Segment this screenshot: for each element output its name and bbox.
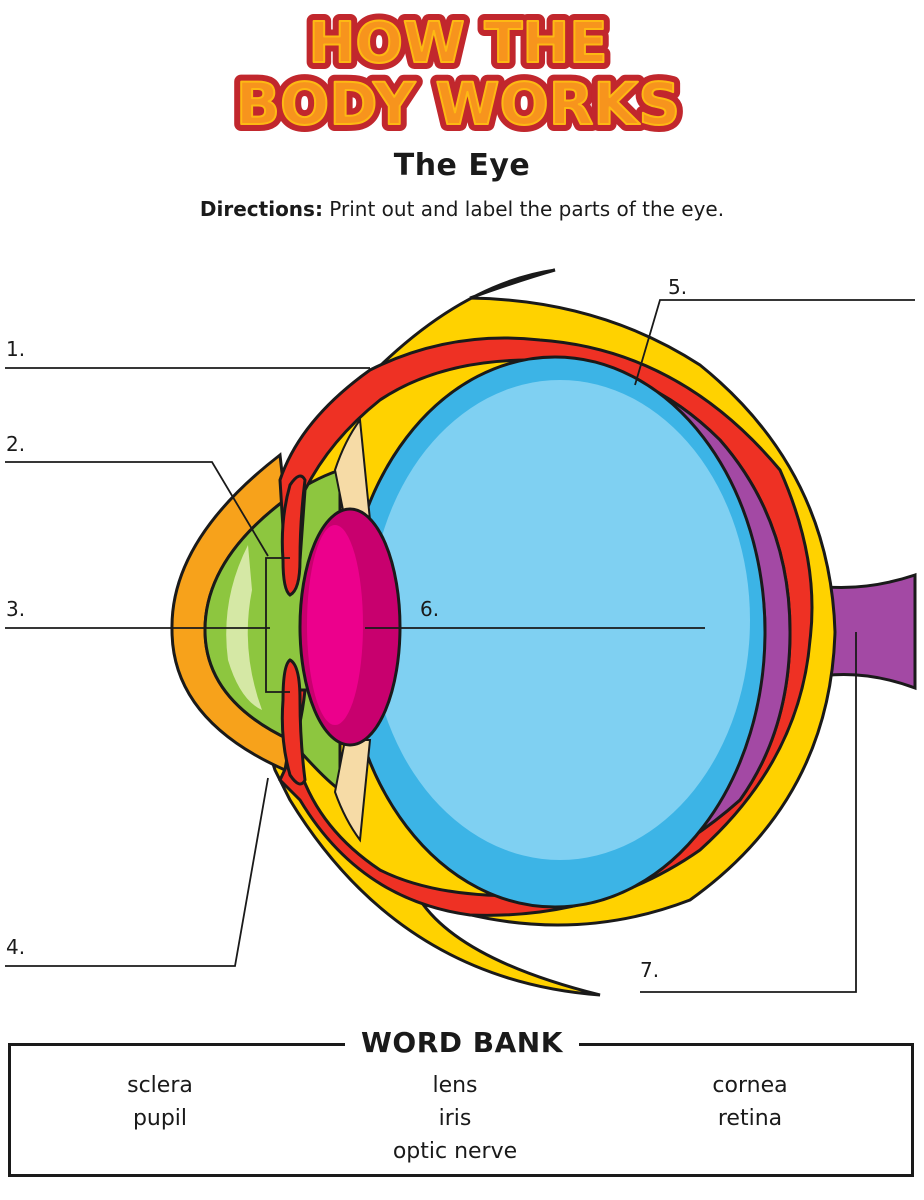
word-bank-item: lens	[432, 1073, 478, 1098]
logo-line2: BODY WORKS	[236, 70, 680, 138]
directions: Directions: Print out and label the part…	[0, 197, 924, 221]
label-7: 7.	[640, 958, 660, 982]
label-4: 4.	[6, 935, 26, 959]
logo-line1-outline: HOW THE	[308, 11, 607, 76]
logo-line1: HOW THE	[308, 11, 607, 76]
logo-line2-outline: BODY WORKS	[236, 70, 680, 138]
word-bank-item: iris	[438, 1106, 472, 1131]
vitreous-highlight	[370, 380, 750, 860]
word-bank-item: cornea	[712, 1073, 788, 1098]
ciliary-fibers	[333, 417, 372, 843]
word-bank-title-wrap: WORD BANK	[0, 1026, 924, 1059]
page-title: The Eye	[393, 148, 531, 183]
iris-lower	[280, 658, 307, 786]
leader-line-5	[634, 299, 915, 386]
lens-highlight	[307, 525, 363, 725]
label-6: 6.	[420, 597, 440, 621]
pupil-bracket	[265, 557, 290, 693]
leader-line-4	[5, 777, 269, 967]
leader-line-7	[640, 632, 857, 993]
word-bank-title: WORD BANK	[345, 1026, 579, 1059]
word-bank-item: pupil	[132, 1106, 188, 1131]
label-5: 5.	[668, 275, 688, 299]
directions-text: Print out and label the parts of the eye…	[322, 197, 725, 221]
word-bank-item: optic nerve	[392, 1139, 518, 1164]
label-2: 2.	[6, 432, 26, 456]
eye-diagram	[5, 268, 917, 997]
word-bank-item: sclera	[127, 1073, 193, 1098]
label-1: 1.	[6, 337, 26, 361]
directions-label: Directions:	[199, 197, 323, 221]
iris-upper	[280, 474, 307, 597]
label-3: 3.	[6, 597, 26, 621]
word-bank-item: retina	[717, 1106, 783, 1131]
how-the-body-works-logo: HOW THE HOW THE BODY WORKS BODY WORKS	[229, 4, 687, 140]
leader-line-2	[5, 461, 269, 557]
